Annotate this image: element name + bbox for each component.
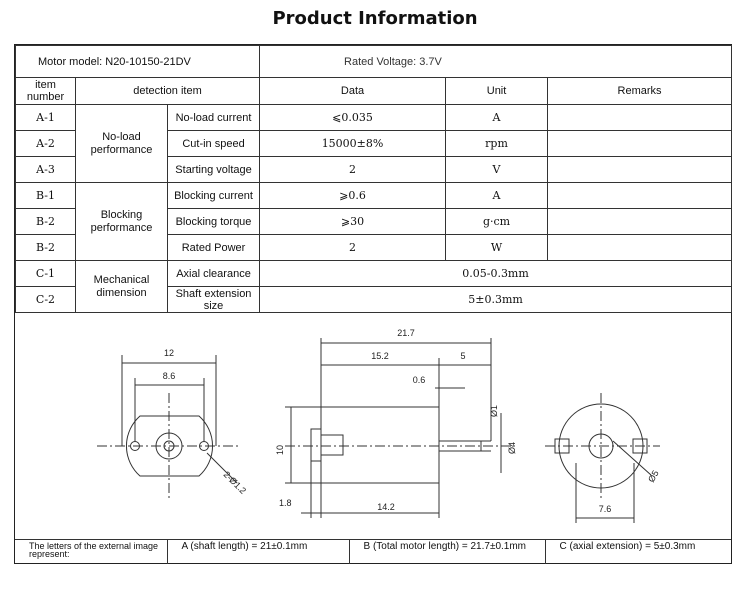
dim-side-gap: 0.6 — [413, 375, 426, 385]
col-data: Data — [259, 77, 447, 105]
row-unit: A — [445, 182, 549, 209]
dim-right-width: 7.6 — [599, 504, 612, 514]
footer-c: C (axial extension) = 5±0.3mm — [545, 539, 731, 564]
group-no-load: No-load performance — [75, 104, 168, 183]
row-data: 2 — [259, 234, 447, 261]
row-item: Axial clearance — [166, 260, 261, 287]
row-data: ⩾0.6 — [259, 182, 447, 209]
row-remarks — [547, 182, 733, 209]
dim-side-shaft: 5 — [460, 351, 465, 361]
footer-b: B (Total motor length) = 21.7±0.1mm — [349, 539, 546, 564]
side-view — [285, 338, 515, 518]
row-code: C-1 — [15, 260, 76, 287]
row-data: ⩾30 — [259, 208, 447, 235]
table-row: B-2 Rated Power 2 W — [15, 234, 733, 261]
dim-left-width: 12 — [164, 348, 174, 358]
col-unit: Unit — [445, 77, 549, 105]
row-item: Rated Power — [166, 234, 261, 261]
rated-voltage: Rated Voltage: 3.7V — [259, 45, 733, 78]
row-code: B-2 — [15, 208, 76, 235]
row-item: Cut-in speed — [166, 130, 261, 157]
table-row: A-1 No-load performance No-load current … — [15, 104, 733, 183]
row-code: A-3 — [15, 156, 76, 183]
row-data: 15000±8% — [259, 130, 447, 157]
row-remarks — [547, 208, 733, 235]
row-code: B-2 — [15, 234, 76, 261]
row-item: Starting voltage — [166, 156, 261, 183]
dim-side-height: 10 — [275, 445, 285, 455]
row-unit: A — [445, 104, 549, 131]
dim-shaft-dia: Ø1 — [489, 405, 499, 417]
row-unit: V — [445, 156, 549, 183]
table-row: B-1 Blocking performance Blocking curren… — [15, 182, 733, 261]
row-code: C-2 — [15, 286, 76, 313]
row-item: No-load current — [166, 104, 261, 131]
rear-end-view — [545, 393, 660, 523]
dim-side-bottom: 14.2 — [377, 502, 395, 512]
row-unit: W — [445, 234, 549, 261]
dim-side-base: 1.8 — [279, 498, 292, 508]
row-remarks — [547, 130, 733, 157]
row-code: A-2 — [15, 130, 76, 157]
row-code: B-1 — [15, 182, 76, 209]
row-data: 5±0.3mm — [259, 286, 733, 313]
spec-table: Motor model: N20-10150-21DV Rated Voltag… — [14, 45, 733, 313]
row-remarks — [547, 234, 733, 261]
row-data: 0.05-0.3mm — [259, 260, 733, 287]
footer-notes: The letters of the external image repres… — [15, 539, 731, 564]
dim-left-inner: 8.6 — [163, 371, 176, 381]
spec-sheet: Motor model: N20-10150-21DV Rated Voltag… — [14, 44, 733, 564]
page-title: Product Information — [272, 8, 478, 29]
dim-boss-dia: Ø4 — [507, 442, 517, 454]
dim-side-body: 15.2 — [371, 351, 389, 361]
col-detection-item: detection item — [74, 77, 261, 105]
table-row: B-2 Blocking torque ⩾30 g·cm — [15, 208, 733, 235]
row-item: Blocking torque — [166, 208, 261, 235]
row-unit: g·cm — [445, 208, 549, 235]
col-item-number: item number — [15, 77, 76, 105]
footer-note: The letters of the external image repres… — [15, 539, 168, 564]
dim-left-holes: 2-Ø1.2 — [222, 469, 249, 496]
table-row: C-2 Shaft extension size 5±0.3mm — [15, 286, 733, 313]
table-row: C-1 Mechanical dimension Axial clearance… — [15, 260, 733, 313]
row-data: ⩽0.035 — [259, 104, 447, 131]
motor-model: Motor model: N20-10150-21DV — [14, 45, 261, 78]
footer-a: A (shaft length) = 21±0.1mm — [167, 539, 350, 564]
group-mechanical: Mechanical dimension — [75, 260, 168, 313]
row-item: Shaft extension size — [166, 286, 261, 313]
row-code: A-1 — [15, 104, 76, 131]
row-remarks — [547, 156, 733, 183]
row-remarks — [547, 104, 733, 131]
group-blocking: Blocking performance — [75, 182, 168, 261]
col-remarks: Remarks — [547, 77, 733, 105]
row-item: Blocking current — [166, 182, 261, 209]
dim-side-total: 21.7 — [397, 328, 415, 338]
row-data: 2 — [259, 156, 447, 183]
row-unit: rpm — [445, 130, 549, 157]
motor-dimension-drawing: 12 8.6 2-Ø1.2 21.7 15.2 5 0.6 10 1.8 14.… — [97, 328, 661, 523]
table-row: A-2 Cut-in speed 15000±8% rpm — [15, 130, 733, 157]
dim-right-dia: Ø5 — [646, 469, 661, 484]
front-end-view — [97, 355, 241, 499]
